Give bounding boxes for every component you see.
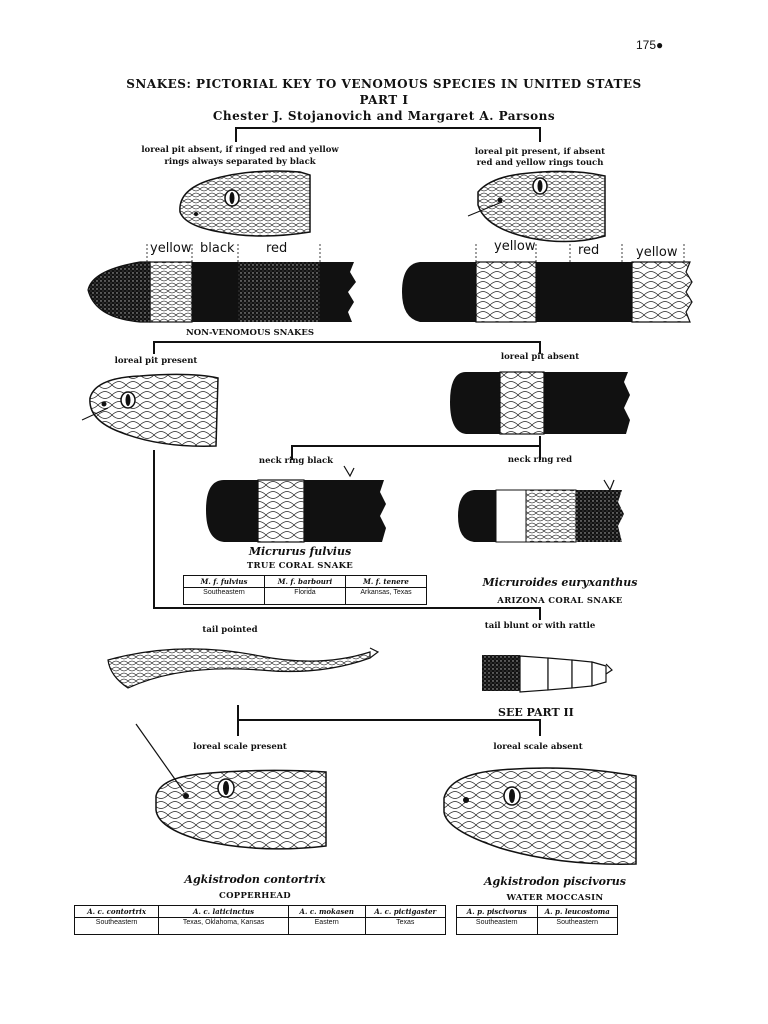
page-number: 175● bbox=[636, 38, 664, 52]
head-drawing-pit bbox=[467, 170, 606, 243]
tail-rattle-drawing bbox=[482, 655, 613, 693]
moccasin-subspecies-table: A. p. piscivorus Southeastern A. p. leuc… bbox=[456, 905, 618, 935]
micrurus-head bbox=[206, 465, 386, 543]
subspecies-name: A. c. contortrix bbox=[75, 906, 159, 918]
part-label: PART I bbox=[359, 93, 409, 107]
couplet2-right: loreal pit absent bbox=[500, 352, 580, 362]
band-label-black: black bbox=[200, 241, 235, 256]
tail-pointed-drawing bbox=[107, 647, 380, 689]
subspecies-cell: A. c. pictigaster Texas bbox=[365, 906, 445, 934]
subspecies-cell: A. p. leucostoma Southeastern bbox=[537, 906, 617, 934]
couplet5-left: loreal scale present bbox=[193, 742, 287, 752]
bracket-level2 bbox=[153, 341, 541, 620]
subspecies-cell: A. c. laticinctus Texas, Oklahoma, Kansa… bbox=[159, 906, 289, 934]
couplet1-right-line1: loreal pit present, if absent bbox=[474, 147, 606, 157]
bracket-level3 bbox=[291, 436, 541, 460]
band-label-yellow: yellow bbox=[494, 239, 536, 254]
copperhead-scientific-name: Agkistrodon contortrix bbox=[184, 873, 326, 886]
copperhead-subspecies-table: A. c. contortrix Southeastern A. c. lati… bbox=[74, 905, 446, 935]
subspecies-cell: M. f. tenere Arkansas, Texas bbox=[346, 576, 426, 604]
subspecies-name: A. p. leucostoma bbox=[537, 906, 617, 918]
couplet3-right: neck ring red bbox=[507, 455, 573, 465]
couplet1-left-line1: loreal pit absent, if ringed red and yel… bbox=[141, 145, 339, 155]
see-part-ii-link[interactable]: SEE PART II bbox=[498, 706, 574, 719]
banded-body-left bbox=[87, 244, 356, 323]
banded-body-right bbox=[402, 244, 693, 323]
head-drawing-no-pit bbox=[179, 170, 311, 237]
couplet1-right-line2: red and yellow rings touch bbox=[476, 158, 604, 168]
head-drawing-pit-viper bbox=[81, 373, 219, 447]
couplet4-right: tail blunt or with rattle bbox=[484, 621, 596, 631]
copperhead-head bbox=[135, 723, 327, 850]
copperhead-common-name: COPPERHEAD bbox=[219, 891, 291, 901]
page-title: SNAKES: PICTORIAL KEY TO VENOMOUS SPECIE… bbox=[126, 77, 642, 91]
couplet1-left-line2: rings always separated by black bbox=[164, 157, 316, 167]
micruroides-head bbox=[458, 479, 624, 543]
subspecies-name: A. c. mokasen bbox=[288, 906, 365, 918]
micruroides-common-name: ARIZONA CORAL SNAKE bbox=[497, 596, 623, 606]
micrurus-subspecies-table: M. f. fulvius Southeastern M. f. barbour… bbox=[183, 575, 427, 605]
couplet4-left: tail pointed bbox=[202, 625, 258, 635]
micrurus-common-name: TRUE CORAL SNAKE bbox=[246, 561, 354, 571]
subspecies-name: M. f. barbouri bbox=[265, 576, 345, 588]
micrurus-scientific-name: Micrurus fulvius bbox=[248, 545, 352, 558]
subspecies-cell: A. c. mokasen Eastern bbox=[288, 906, 366, 934]
subspecies-cell: A. c. contortrix Southeastern bbox=[75, 906, 160, 934]
moccasin-scientific-name: Agkistrodon piscivorus bbox=[484, 875, 626, 888]
micruroides-scientific-name: Micruroides euryxanthus bbox=[482, 576, 638, 589]
subspecies-cell: M. f. barbouri Florida bbox=[265, 576, 346, 604]
band-label-yellow: yellow bbox=[150, 241, 192, 256]
subspecies-name: A. p. piscivorus bbox=[457, 906, 537, 918]
coral-head-no-pit bbox=[450, 371, 630, 435]
bracket-level1 bbox=[235, 127, 541, 142]
subspecies-region: Texas, Oklahoma, Kansas bbox=[182, 919, 265, 926]
authors: Chester J. Stojanovich and Margaret A. P… bbox=[212, 109, 556, 123]
non-venomous-result: NON-VENOMOUS SNAKES bbox=[186, 328, 314, 338]
subspecies-region: Southeastern bbox=[475, 919, 518, 926]
subspecies-name: A. c. pictigaster bbox=[365, 906, 445, 918]
band-label-red: red bbox=[266, 241, 288, 256]
subspecies-name: M. f. fulvius bbox=[184, 576, 264, 588]
subspecies-region: Eastern bbox=[314, 919, 339, 926]
subspecies-region: Southeastern bbox=[556, 919, 599, 926]
subspecies-cell: M. f. fulvius Southeastern bbox=[184, 576, 265, 604]
subspecies-cell: A. p. piscivorus Southeastern bbox=[457, 906, 538, 934]
subspecies-name: M. f. tenere bbox=[346, 576, 426, 588]
subspecies-name: A. c. laticinctus bbox=[159, 906, 288, 918]
couplet5-right: loreal scale absent bbox=[493, 742, 583, 752]
couplet3-left: neck ring black bbox=[258, 456, 334, 466]
subspecies-region: Southeastern bbox=[95, 919, 138, 926]
bracket-level5 bbox=[237, 705, 541, 736]
moccasin-head bbox=[443, 767, 637, 865]
subspecies-region: Southeastern bbox=[203, 589, 245, 596]
subspecies-region: Florida bbox=[294, 589, 316, 596]
band-label-yellow: yellow bbox=[636, 245, 678, 260]
subspecies-region: Texas bbox=[396, 919, 415, 926]
couplet2-left: loreal pit present bbox=[114, 356, 198, 366]
band-label-red: red bbox=[578, 243, 600, 258]
subspecies-region: Arkansas, Texas bbox=[360, 589, 412, 596]
moccasin-common-name: WATER MOCCASIN bbox=[506, 893, 604, 903]
